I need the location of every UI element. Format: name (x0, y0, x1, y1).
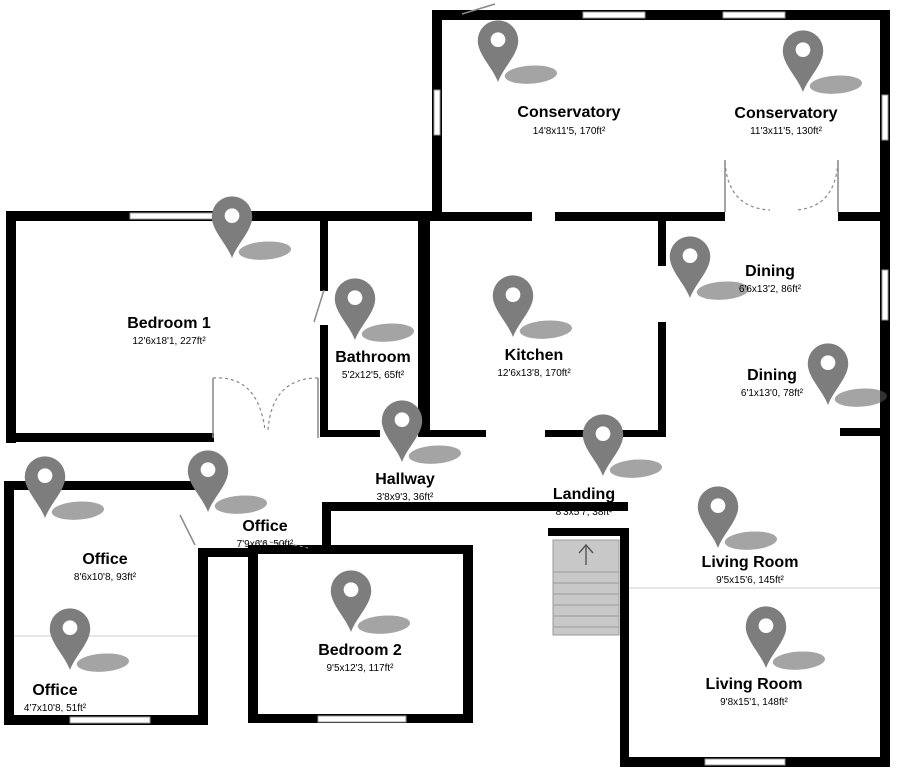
room-dims: 14'8x11'5, 170ft² (533, 126, 606, 137)
up-arrow-icon (578, 543, 594, 565)
room-name: Office (32, 682, 77, 699)
room-name: Living Room (706, 676, 803, 693)
room-label-dining-1: Dining 6'6x13'2, 86ft² (739, 263, 802, 295)
room-name: Bathroom (335, 349, 411, 366)
room-label-bathroom: Bathroom 5'2x12'5, 65ft² (335, 349, 411, 381)
room-dims: 4'7x10'8, 51ft² (24, 703, 87, 714)
room-name: Bedroom 2 (318, 642, 402, 659)
room-dims: 9'8x15'1, 148ft² (720, 697, 788, 708)
location-pin-icon (187, 450, 267, 514)
location-pin-icon (477, 20, 557, 84)
room-label-bedroom-1: Bedroom 1 12'6x18'1, 227ft² (127, 315, 211, 347)
room-name: Living Room (702, 554, 799, 571)
location-pin-icon (49, 608, 129, 672)
location-pin-icon (24, 456, 104, 520)
location-pin-icon (669, 236, 749, 300)
location-pins (24, 20, 887, 672)
room-dims: 12'6x18'1, 227ft² (132, 336, 206, 347)
location-pin-icon (582, 414, 662, 478)
room-dims: 6'1x13'0, 78ft² (741, 388, 804, 399)
room-name: Dining (745, 263, 795, 280)
room-dims: 8'3x5'7, 38ft² (556, 507, 613, 518)
location-pin-icon (334, 278, 414, 342)
location-pin-icon (492, 275, 572, 339)
room-dims: 9'5x12'3, 117ft² (326, 663, 394, 674)
room-label-living-2: Living Room 9'8x15'1, 148ft² (706, 676, 803, 708)
location-pin-icon (381, 400, 461, 464)
location-pin-icon (745, 606, 825, 670)
room-name: Dining (747, 367, 797, 384)
room-label-kitchen: Kitchen 12'6x13'8, 170ft² (497, 347, 571, 379)
room-label-living-1: Living Room 9'5x15'6, 145ft² (702, 554, 799, 586)
room-label-office-main: Office 8'6x10'8, 93ft² (74, 551, 137, 583)
room-name: Office (82, 551, 127, 568)
room-name: Landing (553, 486, 615, 503)
doors (179, 3, 839, 549)
room-label-bedroom-2: Bedroom 2 9'5x12'3, 117ft² (318, 642, 402, 674)
room-name: Kitchen (505, 347, 564, 364)
room-label-office-corner: Office 4'7x10'8, 51ft² (24, 682, 87, 714)
room-name: Hallway (375, 471, 435, 488)
room-dims: 3'8x9'3, 36ft² (377, 492, 434, 503)
room-label-conservatory-2: Conservatory 11'3x11'5, 130ft² (734, 105, 837, 137)
room-label-dining-2: Dining 6'1x13'0, 78ft² (741, 367, 804, 399)
location-pin-icon (782, 30, 862, 94)
room-dims: 7'9x6'6, 50ft² (237, 539, 294, 550)
room-dims: 5'2x12'5, 65ft² (342, 370, 405, 381)
room-dims: 6'6x13'2, 86ft² (739, 284, 802, 295)
location-pin-icon (330, 570, 410, 634)
room-name: Conservatory (734, 105, 837, 122)
room-dims: 11'3x11'5, 130ft² (750, 126, 823, 137)
room-name: Bedroom 1 (127, 315, 211, 332)
room-label-landing: Landing 8'3x5'7, 38ft² (553, 486, 615, 518)
room-dims: 12'6x13'8, 170ft² (497, 368, 571, 379)
room-name: Office (242, 518, 287, 535)
room-label-hallway: Hallway 3'8x9'3, 36ft² (375, 471, 435, 503)
windows (69, 11, 889, 766)
location-pin-icon (211, 196, 291, 260)
room-label-conservatory-1: Conservatory 14'8x11'5, 170ft² (517, 104, 620, 137)
room-label-office-small: Office 7'9x6'6, 50ft² (237, 518, 294, 550)
room-name: Conservatory (517, 104, 620, 121)
room-dims: 8'6x10'8, 93ft² (74, 572, 137, 583)
location-pin-icon (807, 343, 887, 407)
stairs (552, 539, 620, 636)
room-dims: 9'5x15'6, 145ft² (716, 575, 784, 586)
location-pin-icon (697, 486, 777, 550)
